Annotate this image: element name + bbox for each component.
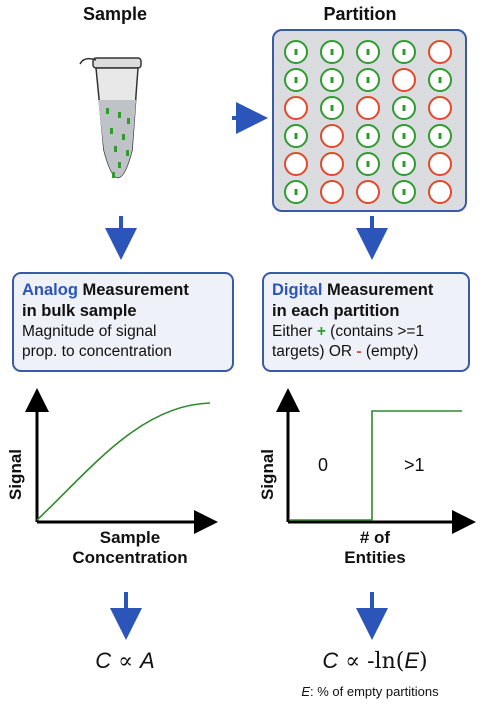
formula-a: A xyxy=(140,648,155,673)
target-molecule xyxy=(294,189,298,195)
target-molecule xyxy=(366,161,370,167)
analog-xlabel-1: Sample xyxy=(99,528,161,547)
empty-partition xyxy=(284,152,308,176)
plus-sign: + xyxy=(316,323,326,340)
empty-partition xyxy=(428,180,452,204)
formula-e: E xyxy=(404,648,420,673)
digital-box: Digital Measurement in each partition Ei… xyxy=(262,272,470,372)
target-molecule xyxy=(294,133,298,139)
note-text: : % of empty partitions xyxy=(310,684,439,699)
digital-desc-d: (empty) xyxy=(361,343,419,360)
target-molecule xyxy=(402,133,406,139)
analog-formula: C ∝ A xyxy=(60,648,190,674)
empty-partition xyxy=(356,180,380,204)
target-molecule xyxy=(438,77,442,83)
digital-formula: C ∝ -ln(E) xyxy=(290,648,460,674)
target-molecule xyxy=(402,105,406,111)
analog-graph xyxy=(25,388,218,534)
empty-partition xyxy=(320,180,344,204)
target-molecule xyxy=(330,49,334,55)
digital-xlabel-2: Entities xyxy=(344,548,406,567)
digital-desc-c: targets) OR xyxy=(272,343,357,360)
analog-xlabel-2: Concentration xyxy=(72,548,188,567)
digital-desc-a: Either xyxy=(272,323,317,340)
analog-ylabel: Signal xyxy=(6,448,25,500)
target-molecule xyxy=(330,105,334,111)
empty-partition xyxy=(320,124,344,148)
formula-close: ) xyxy=(419,649,428,674)
note-e: E xyxy=(301,684,311,699)
target-molecule xyxy=(330,77,334,83)
analog-curve xyxy=(36,402,211,521)
digital-desc-b: (contains >=1 xyxy=(325,323,425,340)
digital-label: Digital xyxy=(272,281,323,299)
target-molecule xyxy=(366,133,370,139)
analog-desc-2: prop. to concentration xyxy=(22,343,172,360)
formula-ln: ∝ -ln( xyxy=(338,649,405,674)
digital-step xyxy=(290,410,462,521)
empty-partition xyxy=(428,152,452,176)
partition-title: Partition xyxy=(323,4,397,24)
digital-measurement-label: Measurement xyxy=(322,281,434,299)
target-molecule xyxy=(294,77,298,83)
empty-partitions-note: E: % of empty partitions xyxy=(260,684,480,699)
target-molecule xyxy=(402,161,406,167)
target-molecule xyxy=(294,49,298,55)
target-molecule xyxy=(366,77,370,83)
partition-grid xyxy=(284,40,452,204)
empty-partition xyxy=(284,96,308,120)
empty-partition xyxy=(356,96,380,120)
formula-c: C xyxy=(95,648,112,673)
target-molecule xyxy=(438,133,442,139)
sample-title: Sample xyxy=(82,4,148,24)
formula-c-right: C xyxy=(322,648,339,673)
analog-measurement-label: Measurement xyxy=(77,281,189,299)
sample-tube-icon xyxy=(79,57,142,179)
target-molecule xyxy=(366,49,370,55)
minus-sign: - xyxy=(356,343,362,360)
analog-xlabel: Sample Concentration xyxy=(50,528,210,568)
region-zero-label: 0 xyxy=(318,455,329,475)
digital-xlabel-1: # of xyxy=(359,528,391,547)
analog-box: Analog Measurement in bulk sample Magnit… xyxy=(12,272,234,372)
digital-ylabel: Signal xyxy=(258,448,277,500)
empty-partition xyxy=(428,40,452,64)
empty-partition xyxy=(320,152,344,176)
digital-graph xyxy=(276,388,476,534)
region-positive-label: >1 xyxy=(404,455,425,475)
digital-xlabel: # of Entities xyxy=(320,528,430,568)
analog-label: Analog xyxy=(22,281,78,299)
analog-desc-1: Magnitude of signal xyxy=(22,323,157,340)
empty-partition xyxy=(392,68,416,92)
analog-subtitle: in bulk sample xyxy=(22,302,137,320)
empty-partition xyxy=(428,96,452,120)
digital-subtitle: in each partition xyxy=(272,302,400,320)
target-molecule xyxy=(402,189,406,195)
formula-prop: ∝ xyxy=(111,649,141,674)
target-molecule xyxy=(402,49,406,55)
